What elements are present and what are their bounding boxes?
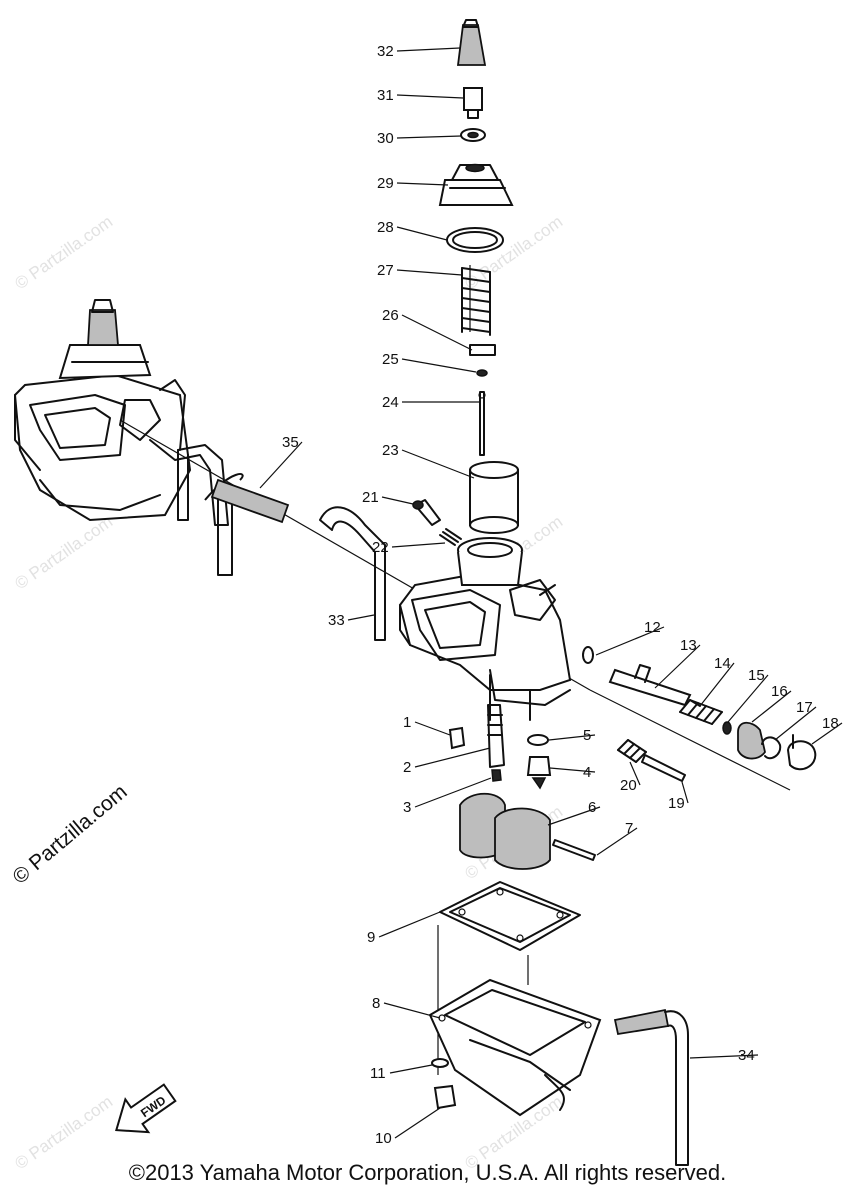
callout-leader-20 — [629, 761, 641, 786]
callout-label-22: 22 — [372, 539, 389, 556]
washer-11 — [431, 1058, 449, 1068]
callout-leader-7 — [596, 827, 638, 856]
callout-leader-10 — [394, 1107, 441, 1139]
spring-14 — [679, 699, 723, 725]
callout-leader-5 — [548, 734, 596, 741]
callout-label-23: 23 — [382, 442, 399, 459]
spring-20 — [617, 739, 647, 763]
callout-label-6: 6 — [588, 799, 596, 816]
float-bowl-8 — [428, 978, 602, 1117]
top-parts-stack — [438, 19, 519, 534]
callout-leader-25 — [401, 358, 477, 373]
callout-label-26: 26 — [382, 307, 399, 324]
callout-label-33: 33 — [328, 612, 345, 629]
callout-label-11: 11 — [370, 1065, 386, 1082]
callout-label-9: 9 — [367, 929, 375, 946]
callout-leader-19 — [681, 781, 689, 804]
callout-leader-14 — [699, 662, 735, 707]
callout-leader-12 — [595, 626, 665, 656]
callout-label-28: 28 — [377, 219, 394, 236]
callout-label-35: 35 — [282, 434, 299, 451]
callout-leader-4 — [549, 767, 596, 773]
part-35-tube — [210, 478, 290, 576]
callout-leader-18 — [811, 722, 843, 745]
callout-label-19: 19 — [668, 795, 685, 812]
callout-label-17: 17 — [796, 699, 813, 716]
float-and-pin — [459, 792, 596, 870]
callout-label-1: 1 — [403, 714, 411, 731]
callout-label-20: 20 — [620, 777, 637, 794]
callout-label-2: 2 — [403, 759, 411, 776]
callouts: 1234567891011121314151617181920212223242… — [259, 43, 843, 1147]
callout-leader-32 — [396, 47, 461, 52]
main-carburetor-body — [398, 537, 572, 706]
callout-leader-1 — [414, 721, 451, 736]
callout-leader-23 — [401, 449, 475, 479]
callout-leader-29 — [396, 182, 449, 186]
callout-label-14: 14 — [714, 655, 731, 672]
callout-leader-13 — [654, 644, 701, 689]
callout-label-13: 13 — [680, 637, 697, 654]
callout-leader-17 — [774, 706, 817, 741]
callout-leader-3 — [414, 777, 492, 808]
watermark-text: © Partzilla.com — [11, 212, 116, 293]
plug-10 — [433, 1084, 457, 1110]
callout-label-31: 31 — [377, 87, 394, 104]
part-33-tube — [319, 506, 386, 641]
callout-leader-30 — [396, 135, 462, 139]
fwd-arrow: FWD — [115, 1083, 177, 1134]
callout-leader-9 — [378, 911, 441, 938]
callout-leader-22 — [391, 542, 446, 548]
callout-label-27: 27 — [377, 262, 394, 279]
gasket-9 — [439, 881, 581, 951]
callout-label-24: 24 — [382, 394, 399, 411]
watermark-text: © Partzilla.com — [11, 512, 116, 593]
callout-leader-34 — [689, 1054, 759, 1059]
copyright-notice: ©2013 Yamaha Motor Corporation, U.S.A. A… — [128, 1160, 727, 1185]
callout-leader-33 — [347, 614, 375, 621]
callout-label-7: 7 — [625, 820, 633, 837]
callout-label-32: 32 — [377, 43, 394, 60]
callout-label-15: 15 — [748, 667, 765, 684]
callout-label-29: 29 — [377, 175, 394, 192]
callout-label-4: 4 — [583, 764, 591, 781]
callout-leader-6 — [547, 806, 601, 826]
callout-label-21: 21 — [362, 489, 379, 506]
right-stack-parts — [582, 646, 817, 782]
callout-label-25: 25 — [382, 351, 399, 368]
callout-leader-21 — [381, 496, 414, 505]
callout-leader-26 — [401, 314, 473, 351]
callout-leader-28 — [396, 226, 448, 241]
side-watermark: © Partzilla.com — [8, 780, 131, 889]
callout-leader-2 — [414, 747, 491, 768]
callout-label-8: 8 — [372, 995, 380, 1012]
callout-leader-35 — [259, 441, 303, 489]
callout-label-30: 30 — [377, 130, 394, 147]
callout-leader-16 — [751, 690, 792, 723]
callout-label-16: 16 — [771, 683, 788, 700]
callout-label-12: 12 — [644, 619, 661, 636]
callout-leader-8 — [383, 1002, 441, 1019]
callout-label-18: 18 — [822, 715, 839, 732]
spring-27 — [461, 265, 491, 336]
callout-leader-27 — [396, 269, 463, 276]
assembled-carburetor — [13, 299, 244, 526]
callout-label-10: 10 — [375, 1130, 392, 1147]
parts-21-22 — [412, 499, 462, 546]
jets-1-5 — [448, 674, 552, 790]
callout-label-3: 3 — [403, 799, 411, 816]
callout-leader-31 — [396, 94, 464, 99]
callout-leader-11 — [389, 1064, 433, 1074]
part-34-tube — [613, 1008, 689, 1166]
callout-leader-15 — [727, 674, 769, 723]
